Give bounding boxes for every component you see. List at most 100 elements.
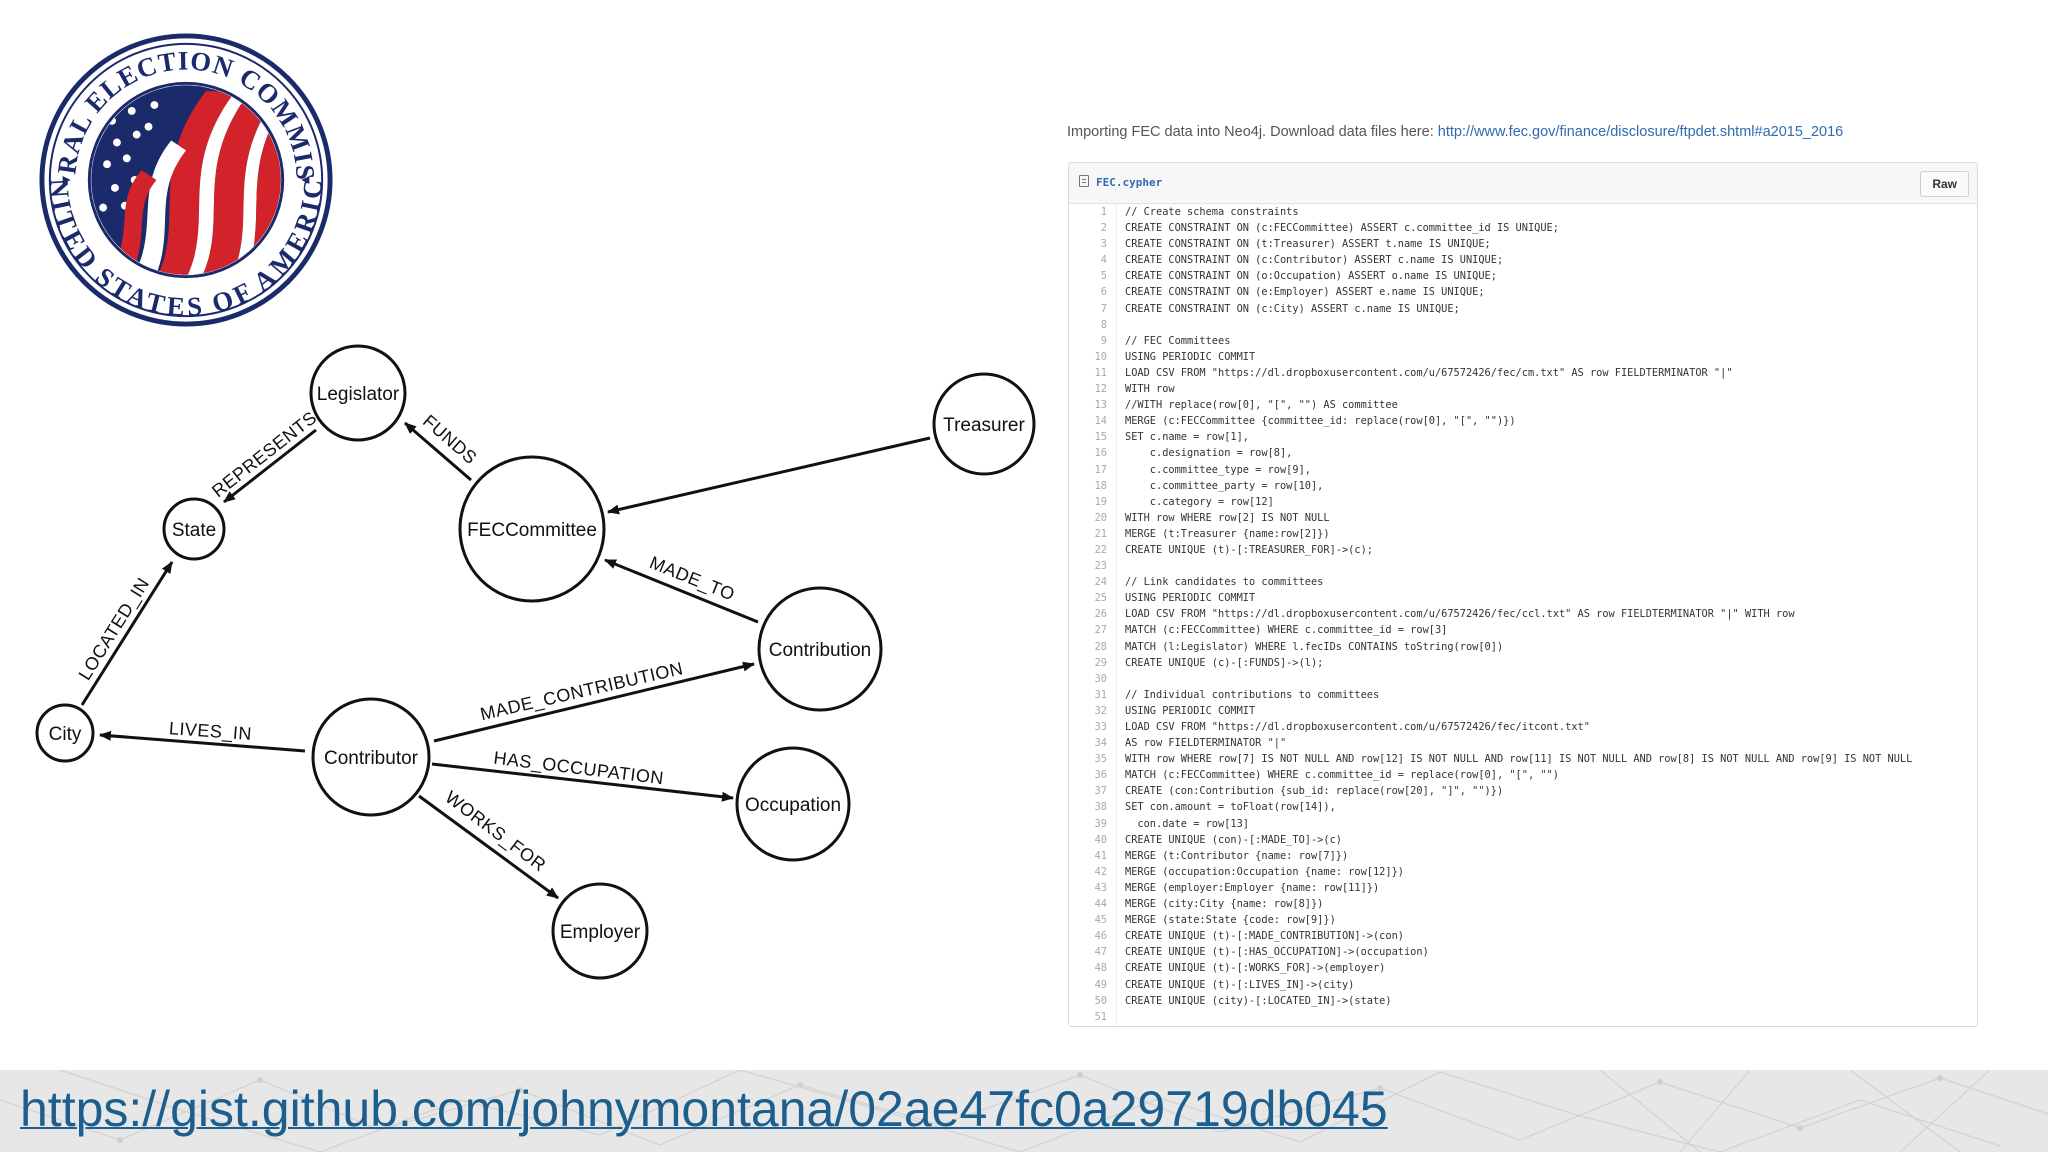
line-number[interactable]: 12 [1094, 383, 1107, 396]
line-number[interactable]: 37 [1094, 785, 1107, 798]
line-code: CREATE UNIQUE (c)-[:FUNDS]->(l); [1125, 656, 1324, 669]
line-number[interactable]: 42 [1094, 865, 1107, 878]
line-number[interactable]: 35 [1094, 753, 1107, 766]
node-treasurer [932, 372, 1036, 476]
line-code: SET con.amount = toFloat(row[14]), [1125, 801, 1336, 814]
line-number[interactable]: 36 [1094, 769, 1107, 782]
line-code: CREATE UNIQUE (t)-[:LIVES_IN]->(city) [1125, 978, 1355, 991]
line-number[interactable]: 14 [1094, 415, 1107, 428]
line-number[interactable]: 41 [1094, 849, 1107, 862]
line-code: MATCH (c:FECCommittee) WHERE c.committee… [1125, 769, 1559, 782]
line-code: MERGE (state:State {code: row[9]}) [1125, 914, 1336, 927]
node-contributor [311, 697, 431, 817]
edge-label-represents: REPRESENTS [208, 407, 320, 501]
code-line: 36 MATCH (c:FECCommittee) WHERE c.committ… [1069, 767, 1977, 783]
line-number[interactable]: 34 [1094, 737, 1107, 750]
edge-funds [404, 421, 472, 482]
line-number[interactable]: 31 [1094, 688, 1107, 701]
line-number[interactable]: 29 [1094, 656, 1107, 669]
raw-button[interactable]: Raw [1920, 171, 1969, 197]
line-number[interactable]: 18 [1094, 479, 1107, 492]
code-line: 50 CREATE UNIQUE (city)-[:LOCATED_IN]->(s… [1069, 993, 1977, 1009]
code-line: 51 [1069, 1009, 1977, 1025]
line-number[interactable]: 51 [1094, 1010, 1107, 1023]
intro-text: Importing FEC data into Neo4j. Download … [1067, 124, 2007, 140]
edge-lives-in [99, 730, 306, 753]
line-code: USING PERIODIC COMMIT [1125, 592, 1256, 605]
line-number[interactable]: 38 [1094, 801, 1107, 814]
line-number[interactable]: 44 [1094, 898, 1107, 911]
graph-model-diagram: REPRESENTS FUNDS LOCATED_IN MADE_TO LIVE… [35, 344, 1036, 980]
edge-label-made-contribution: MADE_CONTRIBUTION [478, 658, 685, 725]
line-number[interactable]: 24 [1094, 576, 1107, 589]
line-number-gutter [1069, 204, 1117, 1026]
edge-located-in [80, 561, 174, 706]
line-number[interactable]: 7 [1100, 302, 1107, 315]
line-number[interactable]: 15 [1094, 431, 1107, 444]
gist-file-name[interactable]: FEC.cypher [1096, 176, 1163, 189]
gist-url-link[interactable]: https://gist.github.com/johnymontana/02a… [20, 1081, 1388, 1137]
line-number[interactable]: 40 [1094, 833, 1107, 846]
node-label-state: State [172, 520, 216, 541]
line-number[interactable]: 4 [1100, 254, 1107, 267]
code-line: 18 c.committee_party = row[10], [1069, 478, 1977, 494]
footer-band [0, 1070, 2048, 1152]
line-number[interactable]: 9 [1100, 334, 1107, 347]
line-number[interactable]: 8 [1100, 318, 1107, 331]
line-number[interactable]: 3 [1100, 238, 1107, 251]
line-number[interactable]: 46 [1094, 930, 1107, 943]
code-line: 39 con.date = row[13] [1069, 816, 1977, 832]
line-number[interactable]: 2 [1100, 222, 1107, 235]
line-number[interactable]: 28 [1094, 640, 1107, 653]
line-number[interactable]: 47 [1094, 946, 1107, 959]
line-code: USING PERIODIC COMMIT [1125, 350, 1256, 363]
fec-download-link[interactable]: http://www.fec.gov/finance/disclosure/ft… [1437, 124, 1844, 140]
line-number[interactable]: 17 [1094, 463, 1107, 476]
line-number[interactable]: 16 [1094, 447, 1107, 460]
line-number[interactable]: 50 [1094, 994, 1107, 1007]
line-number[interactable]: 43 [1094, 881, 1107, 894]
code-line: 30 [1069, 671, 1977, 687]
line-number[interactable]: 26 [1094, 608, 1107, 621]
line-number[interactable]: 49 [1094, 978, 1107, 991]
line-number[interactable]: 21 [1094, 527, 1107, 540]
line-number[interactable]: 27 [1094, 624, 1107, 637]
line-number[interactable]: 23 [1094, 560, 1107, 573]
line-number[interactable]: 6 [1100, 286, 1107, 299]
line-number[interactable]: 5 [1100, 270, 1107, 283]
line-code: CREATE UNIQUE (t)-[:WORKS_FOR]->(employe… [1125, 962, 1386, 975]
line-number[interactable]: 10 [1094, 350, 1107, 363]
node-contribution [757, 586, 883, 712]
line-number[interactable]: 13 [1094, 399, 1107, 412]
line-number[interactable]: 25 [1094, 592, 1107, 605]
line-number[interactable]: 1 [1100, 206, 1107, 218]
edge-made-to [604, 558, 759, 624]
line-number[interactable]: 45 [1094, 914, 1107, 927]
line-number[interactable]: 33 [1094, 721, 1107, 733]
edge-label-funds: FUNDS [419, 411, 481, 468]
line-number[interactable]: 20 [1094, 511, 1107, 524]
line-number[interactable]: 30 [1094, 672, 1107, 685]
line-code: CREATE UNIQUE (city)-[:LOCATED_IN]->(sta… [1125, 994, 1392, 1007]
line-number[interactable]: 19 [1094, 495, 1107, 508]
line-number[interactable]: 11 [1094, 366, 1107, 379]
node-label-fec-committee: FECCommittee [467, 520, 597, 541]
node-label-legislator: Legislator [317, 384, 400, 405]
line-number[interactable]: 32 [1094, 704, 1107, 717]
line-code: WITH row WHERE row[7] IS NOT NULL AND ro… [1125, 753, 1913, 766]
line-number[interactable]: 22 [1094, 543, 1107, 556]
edge-label-has-occupation: HAS_OCCUPATION [492, 748, 665, 790]
line-number[interactable]: 48 [1094, 962, 1107, 975]
node-label-treasurer: Treasurer [943, 415, 1025, 436]
line-number[interactable]: 39 [1094, 817, 1107, 830]
